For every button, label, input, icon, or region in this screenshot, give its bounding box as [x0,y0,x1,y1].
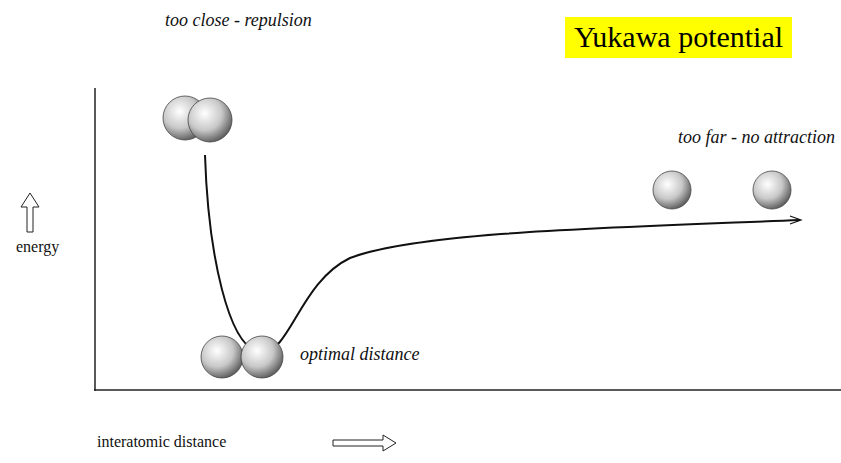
atom-sphere [241,336,283,378]
axis-label: interatomic distance [97,433,226,451]
annotation-label: optimal distance [300,344,420,365]
y-axis [94,88,96,391]
atom-sphere [201,336,243,378]
potential-curve [205,155,800,352]
annotation-label: too far - no attraction [678,127,835,148]
x-axis [94,389,841,391]
atom-sphere [753,171,791,209]
distance-arrow [333,435,396,451]
annotation-label: too close - repulsion [165,10,312,31]
atom-sphere [188,98,232,142]
diagram-title: Yukawa potential [565,17,792,58]
energy-arrow [21,193,39,232]
atom-sphere [653,171,691,209]
curve-tail [790,216,801,224]
axis-label: energy [16,238,59,256]
